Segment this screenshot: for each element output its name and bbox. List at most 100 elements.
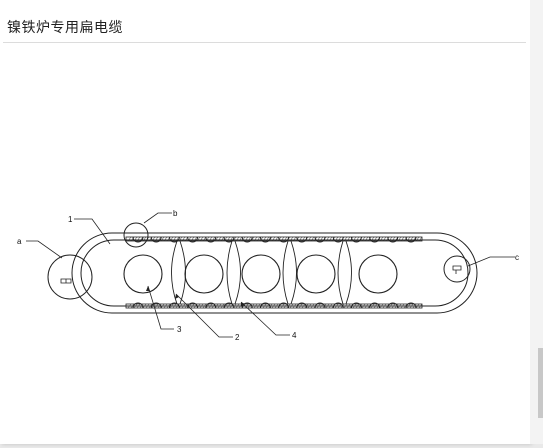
hatch-line xyxy=(388,303,393,309)
title-divider xyxy=(3,42,526,43)
hatch-line xyxy=(190,303,195,309)
hatch-line xyxy=(169,303,174,309)
hatch-line xyxy=(253,236,258,242)
hatch-line xyxy=(391,236,396,242)
hatch-line xyxy=(193,236,198,242)
outer-sheath xyxy=(71,232,478,314)
hatch-line xyxy=(325,236,330,242)
hatch-line xyxy=(418,303,423,309)
bottom-wire xyxy=(132,302,144,309)
hatch-line xyxy=(253,303,258,309)
hatch-line xyxy=(244,236,249,242)
hatch-line xyxy=(223,236,228,242)
hatch-line xyxy=(154,303,159,309)
hatch-line xyxy=(178,236,183,242)
hatch-line xyxy=(256,236,261,242)
hatch-line xyxy=(265,236,270,242)
hatch-line xyxy=(127,236,132,242)
hatch-line xyxy=(241,236,246,242)
hatch-line xyxy=(148,303,153,309)
hatch-line xyxy=(196,236,201,242)
hatch-line xyxy=(208,303,213,309)
dialog-title: 镍铁炉专用扁电缆 xyxy=(7,20,123,36)
hatch-line xyxy=(151,303,156,309)
hatch-line xyxy=(130,303,135,309)
bottom-wire-row xyxy=(132,302,417,309)
hatch-line xyxy=(172,236,177,242)
hatch-line xyxy=(217,236,222,242)
hatch-line xyxy=(238,236,243,242)
hatch-line xyxy=(373,236,378,242)
hatch-line xyxy=(247,236,252,242)
leader-arrowheads xyxy=(146,286,245,307)
bottom-armour-band xyxy=(125,303,423,309)
hatch-line xyxy=(187,303,192,309)
hatch-line xyxy=(298,303,303,309)
hatch-line xyxy=(379,303,384,309)
hatch-line xyxy=(373,303,378,309)
bottom-wire xyxy=(387,302,399,309)
hatch-line xyxy=(232,303,237,309)
bottom-wire xyxy=(259,302,271,309)
hatch-line xyxy=(415,236,420,242)
hatch-line xyxy=(268,303,273,309)
hatch-line xyxy=(385,236,390,242)
hatch-line xyxy=(136,303,141,309)
hatch-line xyxy=(367,236,372,242)
bottom-wire xyxy=(205,302,217,309)
hatch-line xyxy=(361,236,366,242)
hatch-line xyxy=(139,303,144,309)
conductor-3 xyxy=(241,254,281,294)
conductor-4 xyxy=(296,254,336,294)
bottom-wire xyxy=(241,302,253,309)
bottom-wire xyxy=(168,302,180,309)
inner-sheath xyxy=(80,239,469,307)
bottom-wire xyxy=(314,302,326,309)
hatch-line xyxy=(211,236,216,242)
detail-c-glyph xyxy=(452,265,462,274)
hatch-line xyxy=(232,236,237,242)
hatch-line xyxy=(382,303,387,309)
hatch-line xyxy=(301,303,306,309)
detail-circle-b xyxy=(123,222,149,248)
bottom-wire xyxy=(223,302,235,309)
hatch-line xyxy=(343,236,348,242)
hatch-line xyxy=(157,236,162,242)
bottom-wire xyxy=(150,302,162,309)
hatch-line xyxy=(214,236,219,242)
hatch-line xyxy=(325,303,330,309)
hatch-line xyxy=(418,236,423,242)
top-wire xyxy=(278,236,290,243)
hatch-line xyxy=(172,303,177,309)
hatch-line xyxy=(166,303,171,309)
hatch-line xyxy=(292,236,297,242)
hatch-line xyxy=(181,303,186,309)
conductor-2 xyxy=(184,254,224,294)
bottom-wire xyxy=(278,302,290,309)
hatch-line xyxy=(235,303,240,309)
top-wire xyxy=(296,236,308,243)
hatch-line xyxy=(259,236,264,242)
hatch-line xyxy=(382,236,387,242)
hatch-line xyxy=(271,236,276,242)
detail-circle-c xyxy=(443,255,471,283)
label-4: 4 xyxy=(292,331,297,340)
background-page-edge xyxy=(530,0,543,444)
hatch-line xyxy=(217,303,222,309)
hatch-line xyxy=(235,236,240,242)
detail-circle-a xyxy=(47,254,93,300)
top-wire xyxy=(150,236,162,243)
hatch-line xyxy=(403,236,408,242)
hatch-line xyxy=(274,303,279,309)
hatch-line xyxy=(283,236,288,242)
hatch-line xyxy=(127,303,132,309)
background-scrollbar[interactable] xyxy=(538,348,543,418)
bottom-wire xyxy=(369,302,381,309)
hatch-line xyxy=(262,303,267,309)
armour-hatching xyxy=(127,236,423,309)
hatch-line xyxy=(298,236,303,242)
hatch-line xyxy=(133,303,138,309)
image-viewer-dialog: 镍铁炉专用扁电缆 xyxy=(0,0,530,444)
top-armour-band xyxy=(125,236,423,242)
hatch-line xyxy=(289,236,294,242)
